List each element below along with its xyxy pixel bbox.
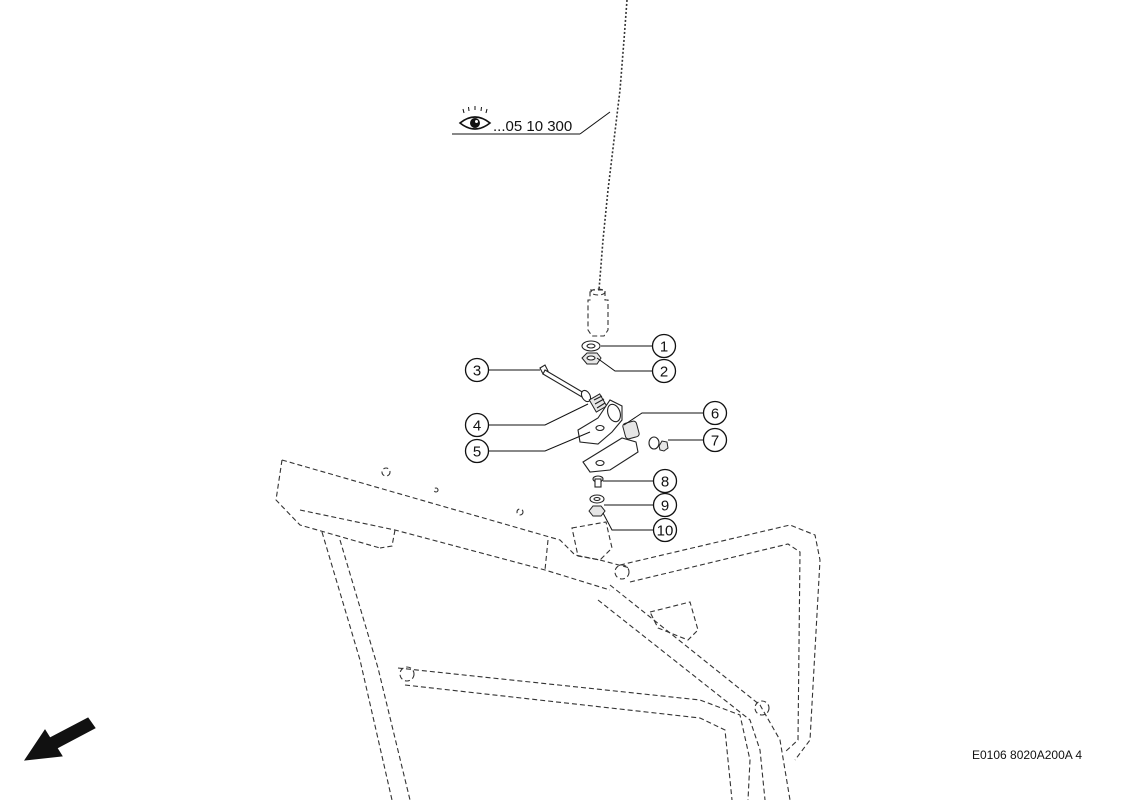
- cable: [598, 0, 628, 291]
- frame-outline: [275, 459, 821, 800]
- bracket-part-5: [577, 399, 623, 445]
- callout-7: 7: [702, 427, 728, 453]
- callout-10-label: 10: [657, 523, 674, 540]
- bolt-washer: [580, 389, 592, 403]
- callout-6: 6: [702, 400, 728, 426]
- callout-3: 3: [464, 357, 490, 383]
- callout-2-label: 2: [660, 364, 668, 381]
- callout-10: 10: [652, 517, 678, 543]
- eye-icon: [458, 106, 492, 130]
- nut-part-10: [588, 505, 606, 517]
- callout-8: 8: [652, 468, 678, 494]
- callout-1-label: 1: [660, 339, 668, 356]
- nut-part-2: [581, 352, 602, 365]
- callout-5: 5: [464, 438, 490, 464]
- cable-end-fitting: [587, 288, 609, 337]
- spring-part-4: [588, 393, 608, 413]
- plate-part-6: [582, 420, 640, 473]
- arrow-icon: [23, 717, 96, 761]
- callout-7-label: 7: [711, 433, 719, 450]
- callout-6-label: 6: [711, 406, 719, 423]
- view-reference-label: ...05 10 300: [493, 118, 572, 135]
- callout-1: 1: [651, 333, 677, 359]
- callout-2: 2: [651, 358, 677, 384]
- leader-lines: [489, 345, 703, 531]
- bolt-part-3: [539, 364, 585, 398]
- callout-5-label: 5: [473, 444, 481, 461]
- callout-4: 4: [464, 412, 490, 438]
- callout-9-label: 9: [661, 498, 669, 515]
- callout-8-label: 8: [661, 474, 669, 491]
- screw-part-8: [592, 475, 604, 488]
- callout-3-label: 3: [473, 363, 481, 380]
- callout-9: 9: [652, 492, 678, 518]
- drawing-code: E0106 8020A200A 4: [972, 748, 1082, 762]
- washer-nut-part-7: [648, 436, 669, 452]
- view-reference: ...05 10 300: [452, 106, 611, 135]
- washer-part-1: [581, 340, 601, 352]
- washer-part-9: [589, 494, 605, 504]
- callout-4-label: 4: [473, 418, 481, 435]
